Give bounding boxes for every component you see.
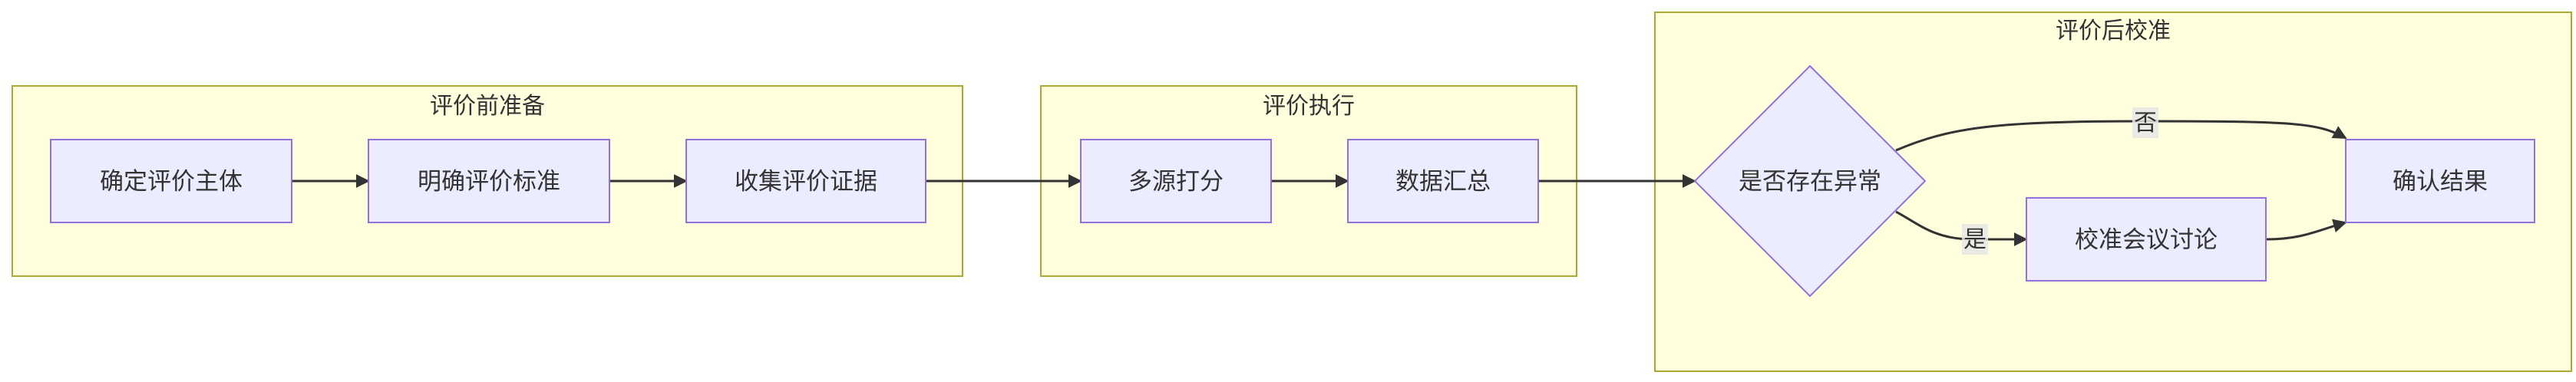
svg-text:是否存在异常: 是否存在异常 — [1739, 168, 1881, 196]
svg-text:确定评价主体: 确定评价主体 — [100, 168, 243, 196]
node-subject[interactable]: 确定评价主体 — [50, 139, 292, 223]
node-scoring[interactable]: 多源打分 — [1080, 139, 1272, 223]
node-evidence[interactable]: 收集评价证据 — [685, 139, 926, 223]
node-anomaly-decision[interactable]: 是否存在异常 — [1693, 64, 1927, 298]
svg-text:数据汇总: 数据汇总 — [1395, 168, 1491, 196]
svg-text:否: 否 — [2134, 110, 2157, 137]
svg-text:明确评价标准: 明确评价标准 — [418, 168, 560, 196]
edge-label-yes: 是 — [1962, 224, 1988, 255]
cluster-prep-title: 评价前准备 — [430, 93, 545, 120]
edge-meeting-confirm — [2265, 219, 2347, 241]
node-standard[interactable]: 明确评价标准 — [368, 139, 610, 223]
node-summary[interactable]: 数据汇总 — [1347, 139, 1539, 223]
svg-text:是: 是 — [1963, 226, 1986, 253]
node-meeting[interactable]: 校准会议讨论 — [2026, 197, 2267, 282]
cluster-exec-title: 评价执行 — [1263, 93, 1355, 120]
node-confirm[interactable]: 确认结果 — [2345, 139, 2535, 223]
svg-text:确认结果: 确认结果 — [2393, 168, 2488, 196]
svg-text:多源打分: 多源打分 — [1128, 168, 1224, 196]
edge-label-no: 否 — [2132, 107, 2158, 138]
cluster-calib-title: 评价后校准 — [2056, 18, 2171, 44]
svg-text:收集评价证据: 收集评价证据 — [735, 168, 877, 196]
svg-text:校准会议讨论: 校准会议讨论 — [2075, 226, 2218, 254]
